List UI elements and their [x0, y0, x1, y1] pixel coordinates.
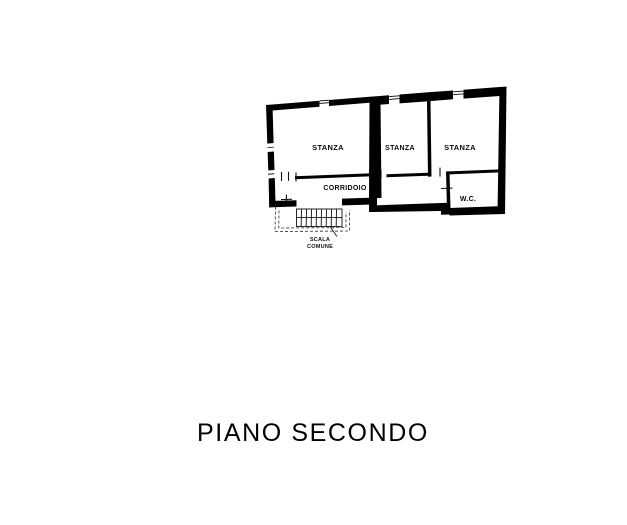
- plan-title: PIANO SECONDO: [197, 419, 429, 447]
- stair-treads: [296, 208, 343, 227]
- stair-label-group: SCALA COMUNE: [307, 226, 338, 250]
- stair-label-line1: SCALA: [310, 237, 330, 243]
- stair-landing-outline: [274, 206, 350, 232]
- room-label-wc: W.C.: [460, 196, 476, 203]
- interior-wall-wc: [440, 171, 453, 210]
- room-label-stanza-right: STANZA: [444, 143, 476, 152]
- exterior-wall-top: [272, 87, 500, 111]
- exterior-wall-bottom: [269, 197, 505, 216]
- room-label-stanza-middle: STANZA: [385, 145, 415, 152]
- exterior-wall-right: [497, 86, 507, 214]
- room-label-stanza-left: STANZA: [312, 143, 344, 152]
- interior-wall-corridor-north: [280, 167, 500, 181]
- room-label-corridoio: CORRIDOIO: [323, 185, 366, 192]
- stair-label-line2: COMUNE: [307, 244, 333, 250]
- exterior-wall-left: [266, 104, 276, 208]
- interior-wall-left-middle: [369, 102, 382, 199]
- door-openings: [295, 169, 371, 182]
- interior-wall-middle-right: [427, 101, 432, 177]
